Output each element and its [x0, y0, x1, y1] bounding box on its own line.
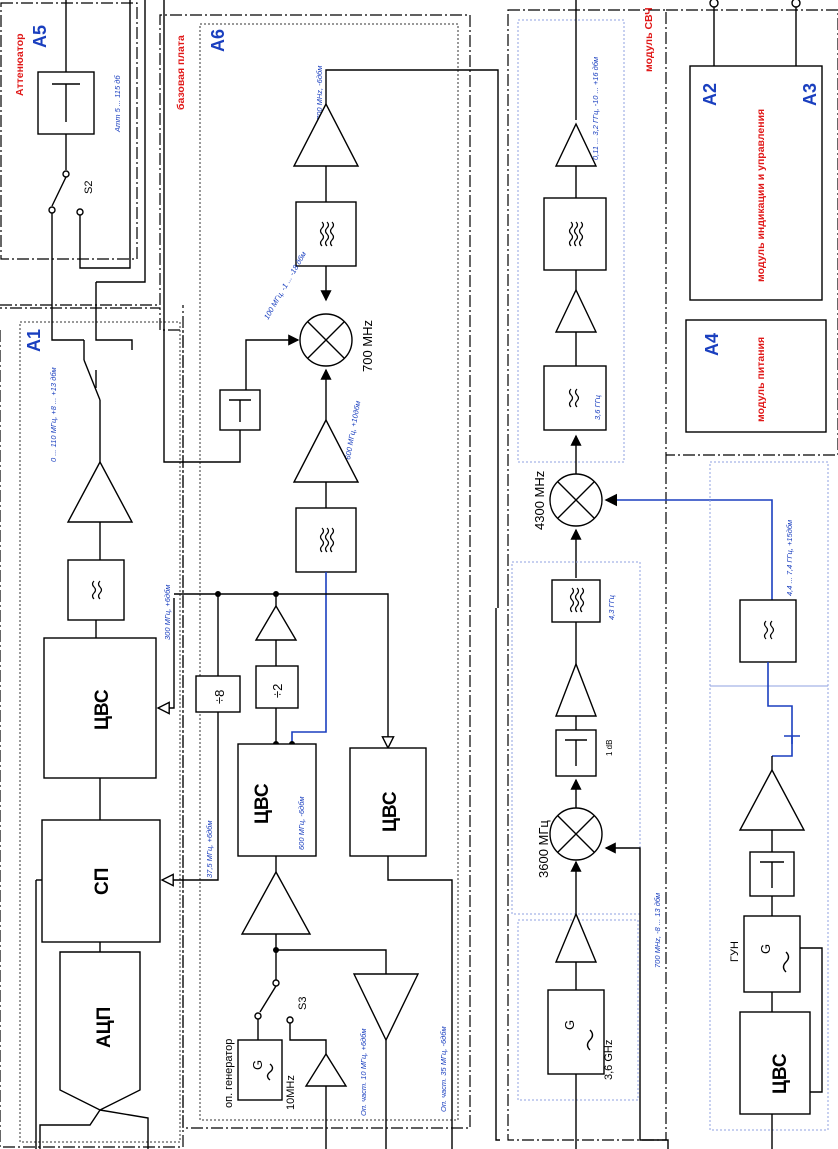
- signal-processor-label: СП: [92, 868, 113, 895]
- a6-module: базовая плата A6 700 MHz, -6дбм 700 MHz …: [163, 0, 499, 1149]
- module-label-a5: A5: [30, 25, 50, 48]
- synth-600-note: 600 МГц, -6дбм: [297, 796, 306, 850]
- control-modules: A2 A3 модуль индикации и управления A4 м…: [685, 0, 827, 433]
- switch-s3-label: S3: [297, 997, 309, 1010]
- mixer-if-note: 100 МГц, -1 ... -18 дбм: [262, 250, 308, 321]
- divider-by-2: [255, 665, 299, 709]
- lo-600-note: 600 МГц, +10дбм: [343, 400, 362, 460]
- a6-output-amplifier: [292, 102, 360, 167]
- ext-ref-35-note: Оп. част. 35 МГц, -6дбм: [439, 1026, 448, 1112]
- module-label-a1: A1: [24, 329, 44, 352]
- mixer-700-label: 700 MHz: [360, 320, 375, 372]
- indication-control-title: модуль индикации и управления: [755, 109, 767, 282]
- shf-mid-amplifier: [554, 288, 598, 333]
- shf-module: модуль СВЧ 0,11 ... 3,2 ГГц, -10 ... +16…: [495, 0, 829, 1149]
- vco-filter: [739, 599, 797, 663]
- switch-s2: [51, 176, 67, 207]
- switch-s3: [259, 985, 277, 1013]
- mixer-4300-label: 4300 MHz: [532, 471, 547, 530]
- signal-processor-block: [41, 819, 161, 943]
- module-label-a4: A4: [702, 333, 722, 356]
- shf-lo-amplifier: [554, 662, 598, 717]
- mixer-3600-label: 3600 МГц: [536, 820, 551, 878]
- shf-filter-36: [543, 365, 607, 431]
- attenuator-symbol: [52, 83, 80, 122]
- a6-ref-amplifier: [240, 870, 312, 935]
- power-module: [685, 319, 827, 433]
- shf-title: модуль СВЧ: [643, 7, 655, 72]
- adc-block: [59, 951, 141, 1111]
- ref-gen-g: G: [250, 1060, 265, 1070]
- shf-filter-top: [543, 197, 607, 271]
- a1-output-note: 0 ... 110 МГц, +8 ... +13 дбм: [49, 367, 58, 462]
- synthesizer-600-label: ЦВС: [252, 783, 273, 824]
- synthesizer-block: [43, 637, 157, 779]
- divider-by-8: [195, 675, 241, 713]
- a6-div-amplifier: [254, 604, 298, 641]
- vco-gen-g: G: [758, 944, 773, 954]
- ref-300-note: 300 МГц, +6дбм: [163, 585, 172, 640]
- if-700-note: 700 MHz, -8 ... 13 дбм: [653, 893, 662, 968]
- attenuator-title: Аттенюатор: [14, 33, 26, 96]
- shf-gen-freq: 3,6 GHz: [603, 1040, 615, 1080]
- attenuator-range-note: Атт 5 ... 115 дб: [113, 75, 122, 133]
- indication-control-module: [689, 65, 823, 301]
- relay-switch: [83, 359, 101, 401]
- base-board-title: базовая плата: [175, 35, 187, 110]
- synthesizer-right-label: ЦВС: [380, 791, 401, 832]
- vco-label: ГУН: [729, 941, 741, 962]
- vco-generator: [743, 915, 801, 993]
- a6-bandpass-filter-low: [295, 507, 357, 573]
- shf-gen-g: G: [562, 1020, 577, 1030]
- attenuator-module-a5: Аттенюатор A5 Атт 5 ... 115 дб S2: [14, 0, 146, 341]
- divider-by-8-label: ÷8: [212, 690, 227, 704]
- synthesizer-label: ЦВС: [92, 689, 113, 730]
- vco-synthesizer: [739, 1011, 811, 1115]
- ref-37-note: 37,5 МГц, +6дбм: [205, 820, 214, 878]
- synthesizer-600: [237, 743, 317, 857]
- a6-bandpass-filter-top: [295, 201, 357, 267]
- divider-by-2-label: ÷2: [270, 684, 285, 698]
- shf-filter-43: [551, 579, 601, 623]
- ext-ref-10-note: Оп. част. 10 МГц, +6дбм: [359, 1028, 368, 1116]
- attenuator-1db-label: 1 dB: [605, 740, 614, 756]
- shf-filter-36-note: 3,6 ГГц: [593, 394, 602, 420]
- module-label-a6: A6: [208, 29, 228, 52]
- a1-module: A1 0 ... 110 МГц, +8 ... +13 дбм ЦВС СП …: [24, 282, 219, 1149]
- shf-output-amplifier: [554, 122, 598, 167]
- attenuator-block: [37, 71, 95, 135]
- vco-synthesizer-label: ЦВС: [770, 1053, 791, 1094]
- adc-label: АЦП: [94, 1007, 115, 1048]
- shf-generator-36: [547, 989, 605, 1075]
- module-label-a2: A2: [700, 83, 720, 106]
- a6-out-note: 700 MHz, -6дбм: [315, 66, 324, 120]
- reference-generator: [237, 1039, 283, 1101]
- vco-amplifier: [738, 768, 806, 831]
- switch-s2-label: S2: [83, 181, 95, 194]
- amplifier: [66, 460, 134, 523]
- lo-7400-note: 4,4 ... 7,4 ГГц, +15дбм: [785, 520, 794, 596]
- a6-ext-ref-amplifier: [304, 1052, 348, 1087]
- shf-out-note: 0,11 ... 3,2 ГГц, -10 ... +16 дбм: [591, 57, 600, 160]
- power-module-title: модуль питания: [755, 337, 767, 422]
- ref-gen-label: оп. генератор: [223, 1039, 235, 1108]
- module-label-a3: A3: [800, 83, 820, 106]
- ref-gen-freq: 10MHz: [285, 1075, 297, 1110]
- shf-filter-43-note: 4,3 ГГц: [607, 594, 616, 620]
- shf-gen-amplifier: [554, 912, 598, 963]
